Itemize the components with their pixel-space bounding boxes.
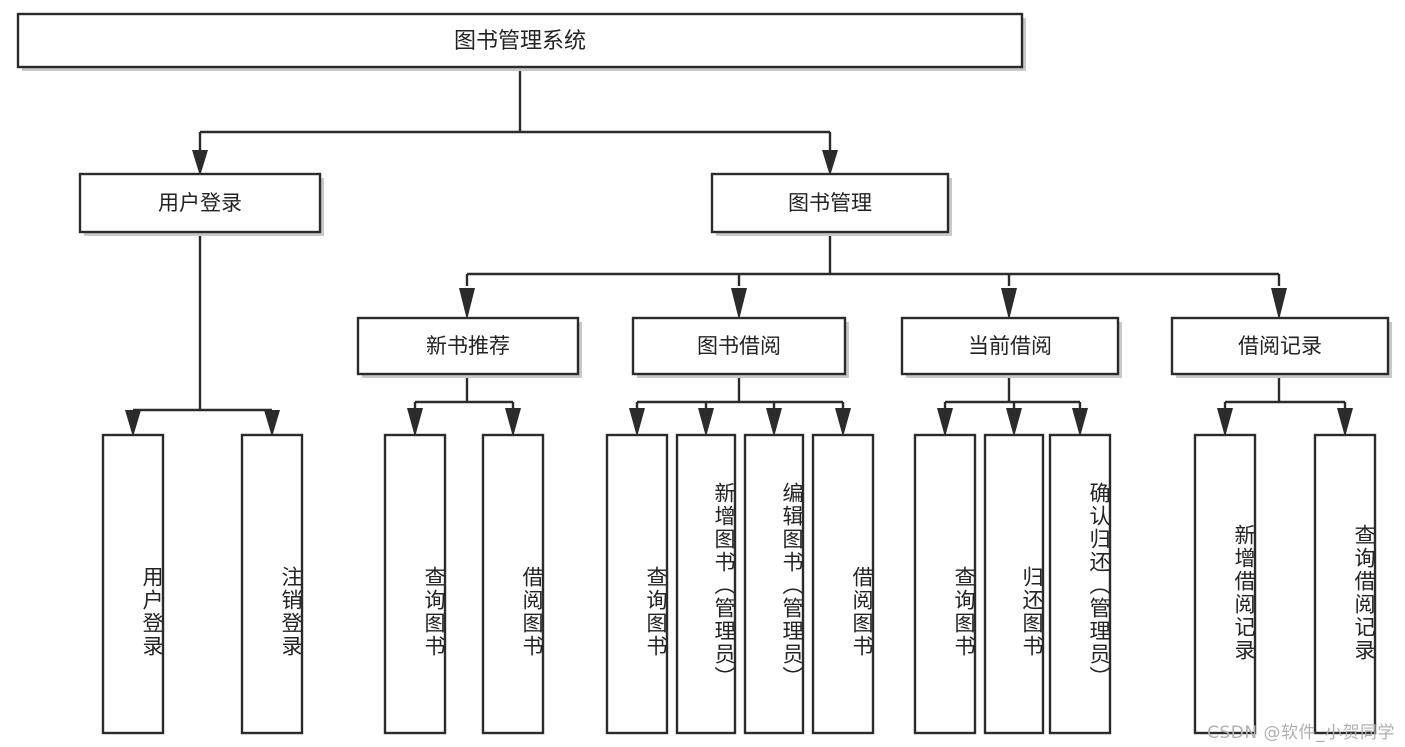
current-borrow-label: 当前借阅 <box>968 334 1052 358</box>
arrow-icon-leaf-query-book-1 <box>407 408 423 437</box>
root-box <box>16 12 1024 69</box>
leaf-box-query-record[interactable] <box>1313 433 1377 735</box>
new-book-box <box>356 316 580 376</box>
arrow-icon-new-book-recommend <box>459 288 475 320</box>
arrow-icon-leaf-borrow-book-1 <box>505 408 521 437</box>
leaf-box-borrow-book-1[interactable] <box>481 433 545 735</box>
node-book-borrow[interactable]: 图书借阅 <box>631 316 849 378</box>
root-label: 图书管理系统 <box>454 29 586 54</box>
book-borrow-label: 图书借阅 <box>697 334 781 358</box>
arrow-icon-leaf-user-login <box>125 410 141 437</box>
arrow-icon-leaf-borrow-book-2 <box>835 408 851 437</box>
leaf-boxes <box>101 433 1377 735</box>
connector-layer <box>125 67 1353 437</box>
user-login-label: 用户登录 <box>158 191 242 215</box>
leaf-box-confirm-return[interactable] <box>1048 433 1112 735</box>
leaf-box-query-book-2[interactable] <box>605 433 669 735</box>
leaf-box-edit-book[interactable] <box>743 433 805 735</box>
arrow-icon-borrow-record <box>1271 288 1287 320</box>
arrow-icon-book-manage <box>822 150 838 176</box>
leaf-box-user-login[interactable] <box>101 433 165 735</box>
book-borrow-box <box>631 316 847 376</box>
borrow-record-box <box>1170 316 1390 376</box>
leaf-box-query-book-1[interactable] <box>383 433 447 735</box>
arrow-icon-leaf-add-record <box>1217 408 1233 437</box>
arrow-icon-book-borrow <box>731 288 747 320</box>
leaf-box-add-book[interactable] <box>675 433 737 735</box>
user-login-box <box>78 172 322 234</box>
book-manage-box <box>710 172 950 234</box>
node-new-book-recommend[interactable]: 新书推荐 <box>356 316 582 378</box>
arrow-icon-leaf-edit-book <box>766 408 782 437</box>
node-book-manage[interactable]: 图书管理 <box>710 172 952 236</box>
arrow-icon-leaf-user-logout <box>264 410 280 437</box>
new-book-label: 新书推荐 <box>426 334 510 358</box>
leaf-box-return-book[interactable] <box>983 433 1045 735</box>
arrow-icon-user-login <box>192 150 208 176</box>
watermark-text: CSDN @软件_小贺同学 <box>1207 723 1395 743</box>
node-root[interactable]: 图书管理系统 <box>16 12 1026 71</box>
leaf-box-query-book-3[interactable] <box>913 433 977 735</box>
leaf-box-user-logout[interactable] <box>240 433 304 735</box>
arrow-icon-leaf-query-book-3 <box>937 408 953 437</box>
arrow-icon-leaf-query-book-2 <box>629 408 645 437</box>
node-borrow-record[interactable]: 借阅记录 <box>1170 316 1392 378</box>
leaf-box-borrow-book-2[interactable] <box>811 433 875 735</box>
arrow-icon-leaf-return-book <box>1006 408 1022 437</box>
borrow-record-label: 借阅记录 <box>1238 334 1322 358</box>
leaf-box-add-record[interactable] <box>1193 433 1257 735</box>
book-manage-label: 图书管理 <box>788 191 872 215</box>
arrow-icon-leaf-confirm-return <box>1072 408 1088 437</box>
node-user-login[interactable]: 用户登录 <box>78 172 324 236</box>
arrow-icon-leaf-add-book <box>698 408 714 437</box>
arrow-icon-current-borrow <box>1001 288 1017 320</box>
current-borrow-box <box>900 316 1120 376</box>
arrow-icon-leaf-query-record <box>1337 408 1353 437</box>
node-current-borrow[interactable]: 当前借阅 <box>900 316 1122 378</box>
